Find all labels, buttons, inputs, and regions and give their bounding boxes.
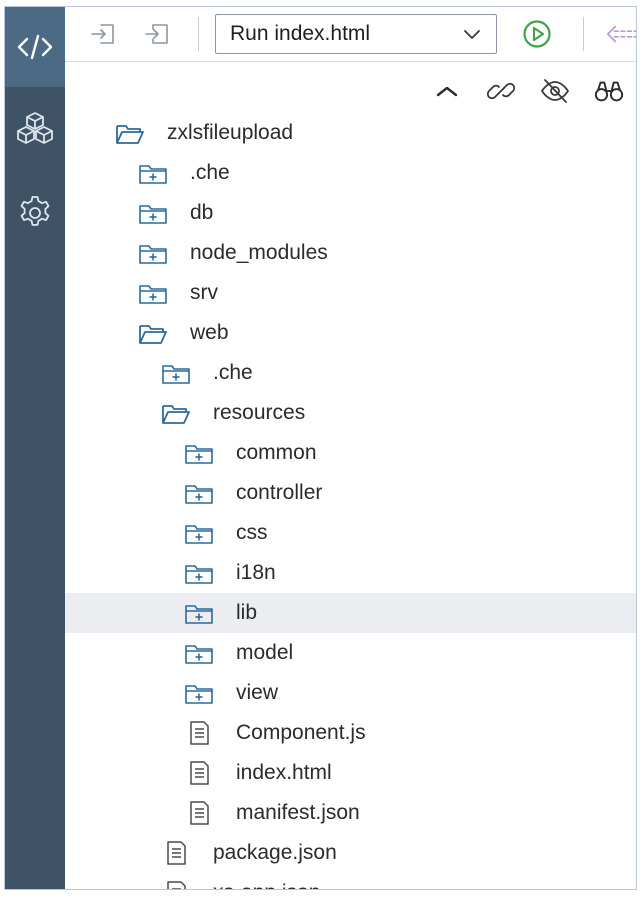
tree-item[interactable]: .che bbox=[65, 153, 636, 193]
link-with-editor-button[interactable] bbox=[485, 76, 517, 106]
tree-item[interactable]: .che bbox=[65, 353, 636, 393]
dashed-arrow-left-icon bbox=[606, 25, 636, 43]
ide-window: Run index.html bbox=[4, 6, 637, 890]
import-button[interactable] bbox=[87, 19, 119, 49]
tree-item-label: index.html bbox=[236, 761, 332, 784]
folder-icon bbox=[161, 360, 191, 386]
cubes-icon bbox=[17, 112, 53, 144]
tree-item[interactable]: srv bbox=[65, 273, 636, 313]
tree-item-label: i18n bbox=[236, 561, 276, 584]
folder-icon bbox=[138, 240, 168, 266]
toolbar-divider bbox=[198, 17, 199, 51]
folder-icon bbox=[184, 640, 214, 666]
run-configuration-select[interactable]: Run index.html bbox=[215, 14, 497, 54]
tree-item[interactable]: node_modules bbox=[65, 233, 636, 273]
eye-slash-icon bbox=[541, 79, 569, 103]
folder-icon bbox=[184, 560, 214, 586]
toolbar: Run index.html bbox=[65, 7, 636, 61]
export-icon bbox=[145, 24, 168, 44]
run-configuration-value: Run index.html bbox=[230, 22, 371, 45]
activity-code-editor[interactable] bbox=[5, 7, 65, 87]
activity-bar bbox=[5, 7, 65, 889]
gear-icon bbox=[20, 196, 50, 226]
tree-item-label: css bbox=[236, 521, 268, 544]
file-icon bbox=[184, 760, 214, 786]
tree-item-label: xs-app.json bbox=[213, 881, 320, 889]
folder-icon bbox=[184, 440, 214, 466]
toolbar-divider bbox=[583, 17, 584, 51]
tree-item[interactable]: i18n bbox=[65, 553, 636, 593]
tree-item[interactable]: controller bbox=[65, 473, 636, 513]
tree-item[interactable]: model bbox=[65, 633, 636, 673]
explorer-header bbox=[65, 61, 636, 117]
export-button[interactable] bbox=[141, 19, 173, 49]
tree-item-label: zxlsfileupload bbox=[167, 121, 294, 144]
activity-settings[interactable] bbox=[5, 173, 65, 253]
tree-item-label: manifest.json bbox=[236, 801, 360, 824]
collapse-all-button[interactable] bbox=[431, 76, 463, 106]
code-brackets-icon bbox=[17, 34, 53, 60]
tree-item[interactable]: package.json bbox=[65, 833, 636, 873]
tree-item[interactable]: manifest.json bbox=[65, 793, 636, 833]
tree-item[interactable]: web bbox=[65, 313, 636, 353]
file-icon bbox=[184, 720, 214, 746]
file-icon bbox=[184, 800, 214, 826]
search-files-button[interactable] bbox=[593, 76, 625, 106]
chevron-up-icon bbox=[436, 86, 458, 97]
tree-item[interactable]: css bbox=[65, 513, 636, 553]
tree-item-label: .che bbox=[213, 361, 253, 384]
toggle-hidden-files-button[interactable] bbox=[539, 76, 571, 106]
activity-cubes[interactable] bbox=[5, 89, 65, 169]
folder-icon bbox=[184, 600, 214, 626]
play-circle-icon bbox=[523, 20, 551, 48]
file-icon bbox=[161, 840, 191, 866]
tree-item[interactable]: xs-app.json bbox=[65, 873, 636, 889]
binoculars-icon bbox=[594, 81, 624, 102]
tree-item-label: node_modules bbox=[190, 241, 328, 264]
folder-open-icon bbox=[138, 320, 168, 346]
tree-item[interactable]: zxlsfileupload bbox=[65, 113, 636, 153]
tree-item[interactable]: view bbox=[65, 673, 636, 713]
tree-item[interactable]: lib bbox=[65, 593, 636, 633]
file-icon bbox=[161, 880, 191, 889]
tree-item-label: model bbox=[236, 641, 294, 664]
tree-item[interactable]: Component.js bbox=[65, 713, 636, 753]
folder-icon bbox=[138, 280, 168, 306]
tree-item-label: resources bbox=[213, 401, 306, 424]
tree-item-label: controller bbox=[236, 481, 323, 504]
tree-item-label: db bbox=[190, 201, 214, 224]
folder-open-icon bbox=[115, 120, 145, 146]
back-arrow-button[interactable] bbox=[605, 19, 636, 49]
chevron-down-icon bbox=[464, 30, 480, 39]
tree-item-label: view bbox=[236, 681, 279, 704]
folder-icon bbox=[138, 200, 168, 226]
folder-icon bbox=[138, 160, 168, 186]
tree-item-label: common bbox=[236, 441, 317, 464]
tree-item-label: package.json bbox=[213, 841, 337, 864]
tree-item[interactable]: index.html bbox=[65, 753, 636, 793]
tree-item-label: Component.js bbox=[236, 721, 366, 744]
folder-icon bbox=[184, 520, 214, 546]
run-button[interactable] bbox=[521, 19, 553, 49]
folder-icon bbox=[184, 680, 214, 706]
link-icon bbox=[486, 82, 516, 100]
folder-icon bbox=[184, 480, 214, 506]
tree-item[interactable]: resources bbox=[65, 393, 636, 433]
tree-item-label: web bbox=[190, 321, 229, 344]
tree-item[interactable]: common bbox=[65, 433, 636, 473]
tree-item-label: lib bbox=[236, 601, 258, 624]
tree-item-label: .che bbox=[190, 161, 230, 184]
import-icon bbox=[91, 24, 114, 44]
tree-item[interactable]: db bbox=[65, 193, 636, 233]
tree-item-label: srv bbox=[190, 281, 218, 304]
folder-open-icon bbox=[161, 400, 191, 426]
